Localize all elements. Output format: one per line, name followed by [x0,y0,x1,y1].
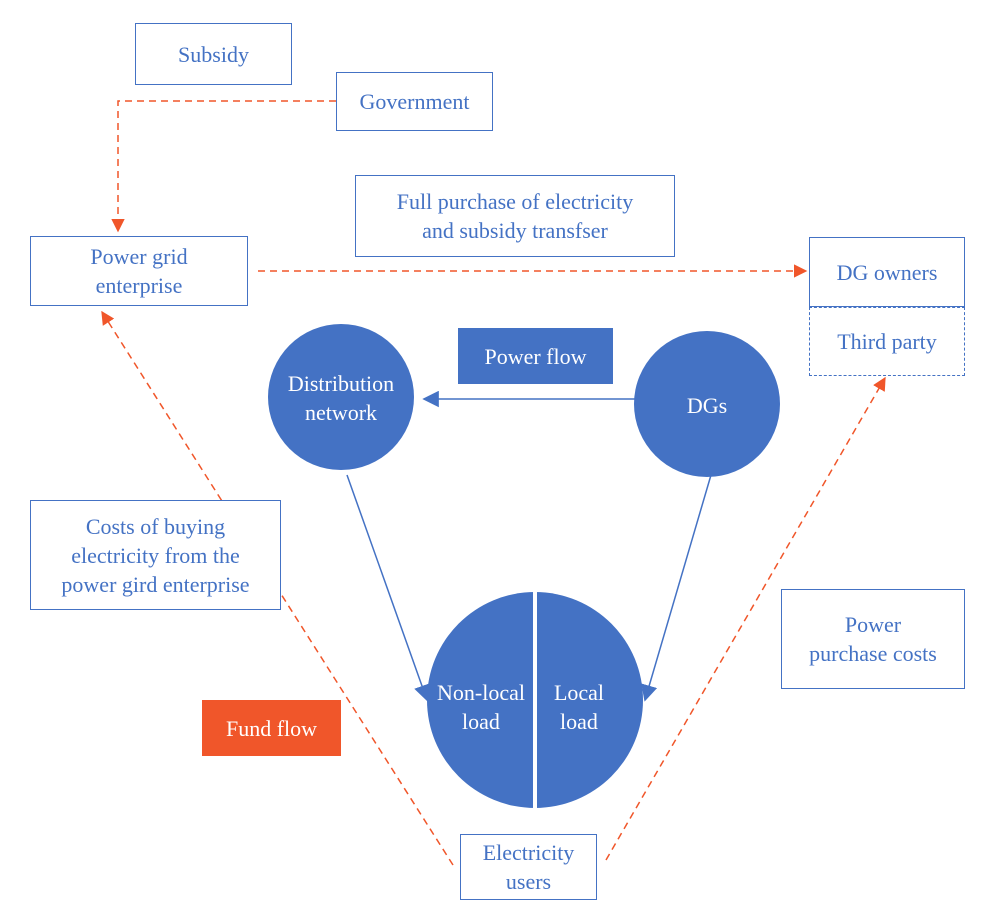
power-flow-distribution-to-non-local [346,474,430,702]
power-flow-legend: Power flow [458,328,613,384]
third-party-node: Third party [809,307,965,376]
power-grid-enterprise-node: Power grid enterprise [30,236,248,306]
power-purchase-costs-label: Power purchase costs [781,589,965,689]
electricity-users-node: Electricity users [460,834,597,900]
full-purchase-label: Full purchase of electricity and subsidy… [355,175,675,257]
fund-flow-legend: Fund flow [202,700,341,756]
fund-flow-government-to-grid [111,100,336,233]
fund-flow-users-to-third-party [605,376,886,861]
distribution-network-node [268,324,414,470]
power-flow-dgs-to-local [641,474,712,702]
government-node: Government [336,72,493,131]
distribution-network-label: Distribution network [287,371,395,425]
subsidy-label: Subsidy [135,23,292,85]
local-load-label: Local load [553,680,605,734]
dgs-label: DGs [686,392,728,418]
costs-buying-label: Costs of buying electricity from the pow… [30,500,281,610]
non-local-load-label: Non-local load [437,680,525,734]
dg-owners-node: DG owners [809,237,965,307]
dgs-node [634,331,780,477]
